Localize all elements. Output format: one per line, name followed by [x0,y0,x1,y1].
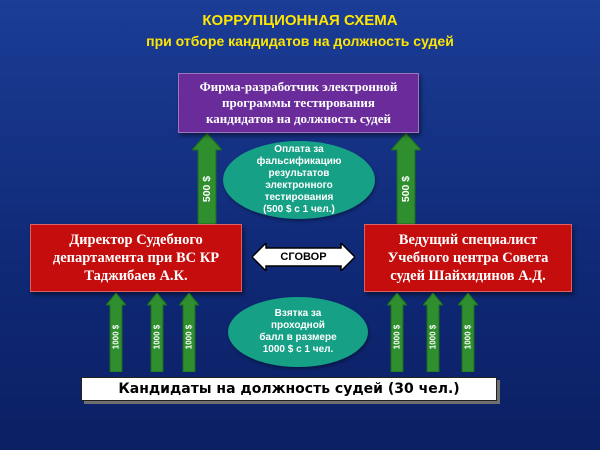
bribe-ellipse-line: проходной [271,320,325,331]
bribe-arrow-label: 1000 $ [184,324,194,350]
director-line: Таджибаев А.К. [84,268,188,284]
bribe-arrow-right-2: 1000 $ [423,293,443,372]
specialist-line: Учебного центра Совета [387,250,549,266]
collusion-label: СГОВОР [280,251,327,263]
bribe-arrow-label: 1000 $ [392,324,402,350]
director-box: Директор Судебного департамента при ВС К… [30,224,242,292]
bribe-arrow-left-3: 1000 $ [179,293,199,372]
bribe-arrow-label: 1000 $ [463,324,473,350]
bribe-ellipse-line: балл в размере [259,332,337,343]
payment-arrow-right: 500 $ [391,133,421,224]
bribe-ellipse: Взятка за проходной балл в размере 1000 … [228,297,368,367]
bribe-arrow-left-1: 1000 $ [106,293,126,372]
payment-ellipse-line: электронного [265,180,333,191]
bribe-arrow-right-3: 1000 $ [458,293,478,372]
diagram-title: КОРРУПЦИОННАЯ СХЕМА [202,12,398,29]
payment-ellipse-line: фальсификацию [256,156,342,167]
payment-arrow-left: 500 $ [192,133,222,224]
candidates-box: Кандидаты на должность судей (30 чел.) [81,377,497,401]
specialist-line: судей Шайхидинов А.Д. [390,268,546,284]
bribe-ellipse-line: 1000 $ с 1 чел. [262,344,334,355]
software-firm-box: Фирма-разработчик электронной программы … [178,73,419,133]
specialist-box: Ведущий специалист Учебного центра Совет… [364,224,572,292]
bribe-arrow-left-2: 1000 $ [147,293,167,372]
payment-ellipse-line: Оплата за [274,144,324,155]
payment-ellipse-line: результатов [268,168,330,179]
software-firm-line: кандидатов на должность судей [205,111,391,126]
payment-arrow-right-label: 500 $ [400,175,412,203]
software-firm-line: программы тестирования [222,95,375,110]
payment-ellipse-line: тестирования [264,192,334,203]
director-line: Директор Судебного [69,232,203,248]
director-line: департамента при ВС КР [52,250,220,266]
payment-ellipse: Оплата за фальсификацию результатов элек… [223,141,375,219]
payment-ellipse-line: (500 $ с 1 чел.) [263,204,335,215]
payment-arrow-left-label: 500 $ [201,175,213,203]
bribe-arrow-label: 1000 $ [428,324,438,350]
specialist-line: Ведущий специалист [398,232,538,248]
software-firm-line: Фирма-разработчик электронной [199,79,398,94]
collusion-arrow: СГОВОР [250,241,357,273]
bribe-arrow-label: 1000 $ [152,324,162,350]
bribe-ellipse-line: Взятка за [274,308,322,319]
diagram-subtitle: при отборе кандидатов на должность судей [146,33,454,49]
bribe-arrow-label: 1000 $ [111,324,121,350]
bribe-arrow-right-1: 1000 $ [387,293,407,372]
